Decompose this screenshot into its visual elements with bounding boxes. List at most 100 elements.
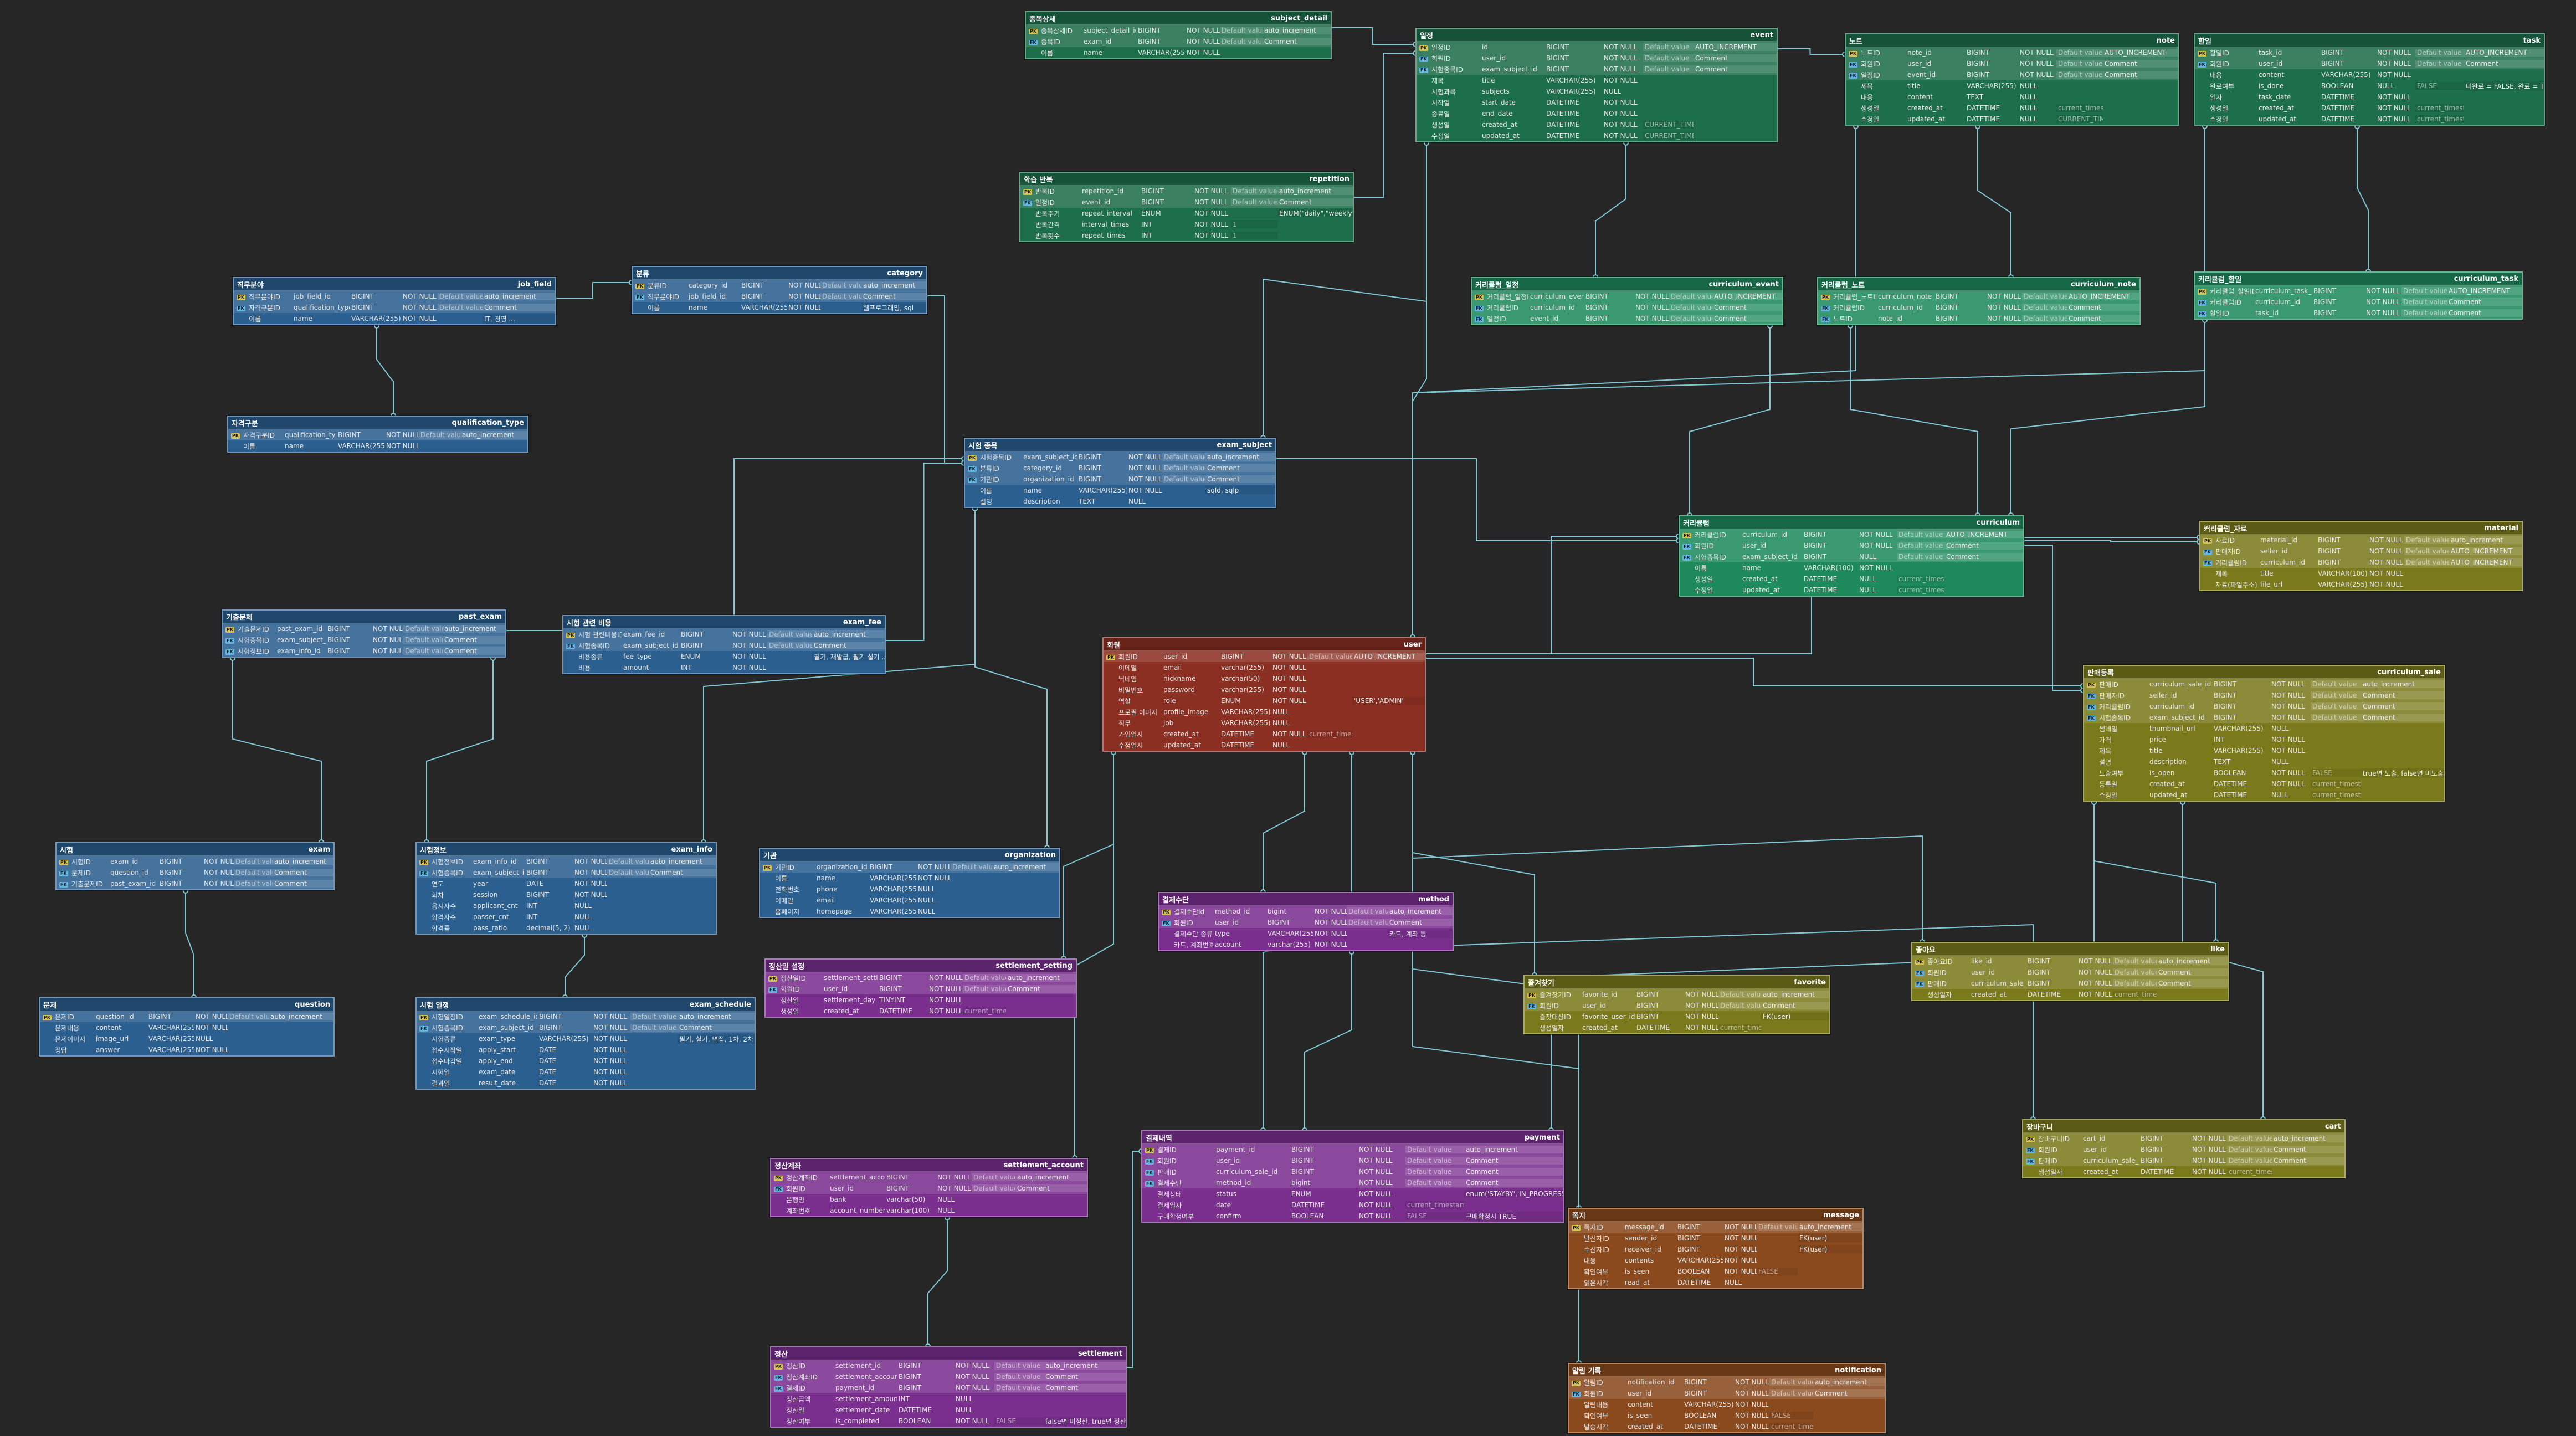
column-row[interactable]: 수정일updated_atDATETIMENULLcurrent_timesta… — [2084, 789, 2444, 801]
column-row[interactable]: 수정일updated_atDATETIMENULLcurrent_timesta… — [1680, 584, 2023, 596]
column-row[interactable]: PK커리큘럼_일정IDcurriculum_event_idBIGINTNOT … — [1472, 291, 1782, 302]
column-row[interactable]: 생성일created_atDATETIMENULLcurrent_timesta… — [1846, 102, 2178, 114]
